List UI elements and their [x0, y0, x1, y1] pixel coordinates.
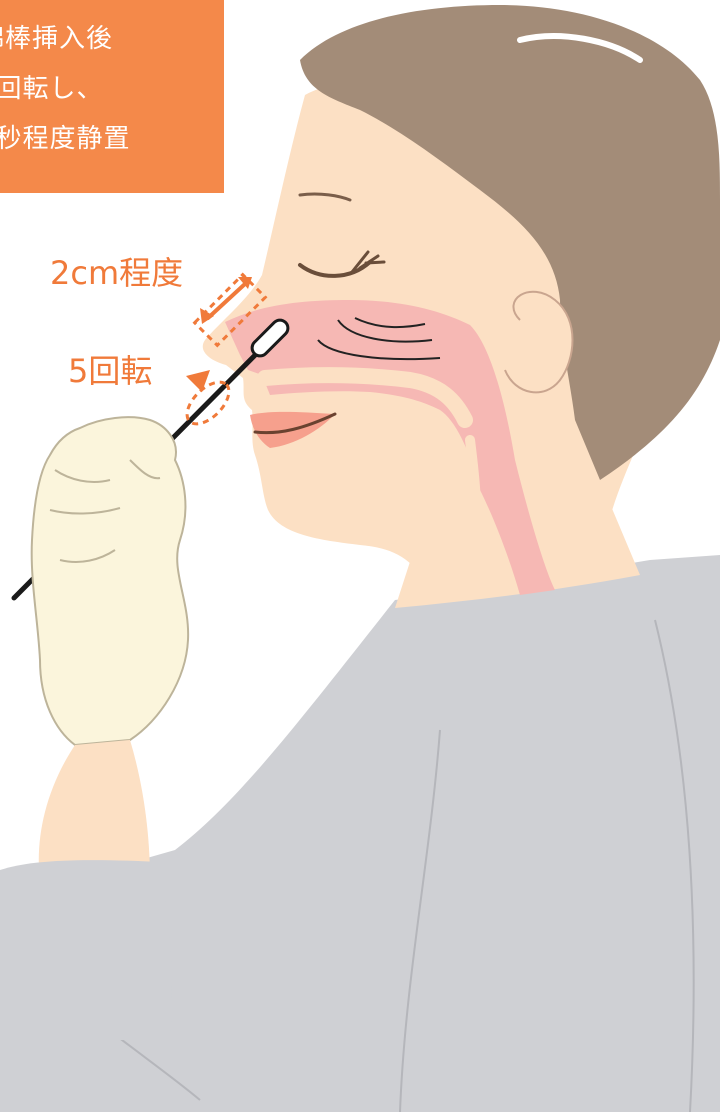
instruction-line-1: 綿棒挿入後 — [0, 14, 224, 64]
ear — [505, 292, 573, 393]
gloved-hand — [32, 417, 188, 745]
depth-label: 2cm程度 — [50, 248, 183, 294]
sleeve — [0, 860, 172, 1040]
instruction-line-2: 5回転し、 — [0, 64, 224, 114]
instruction-line-3: 5秒程度静置 — [0, 114, 224, 164]
rotation-label: 5回転 — [68, 346, 152, 392]
instruction-box: 綿棒挿入後 5回転し、 5秒程度静置 — [0, 0, 224, 193]
forearm — [39, 740, 150, 880]
